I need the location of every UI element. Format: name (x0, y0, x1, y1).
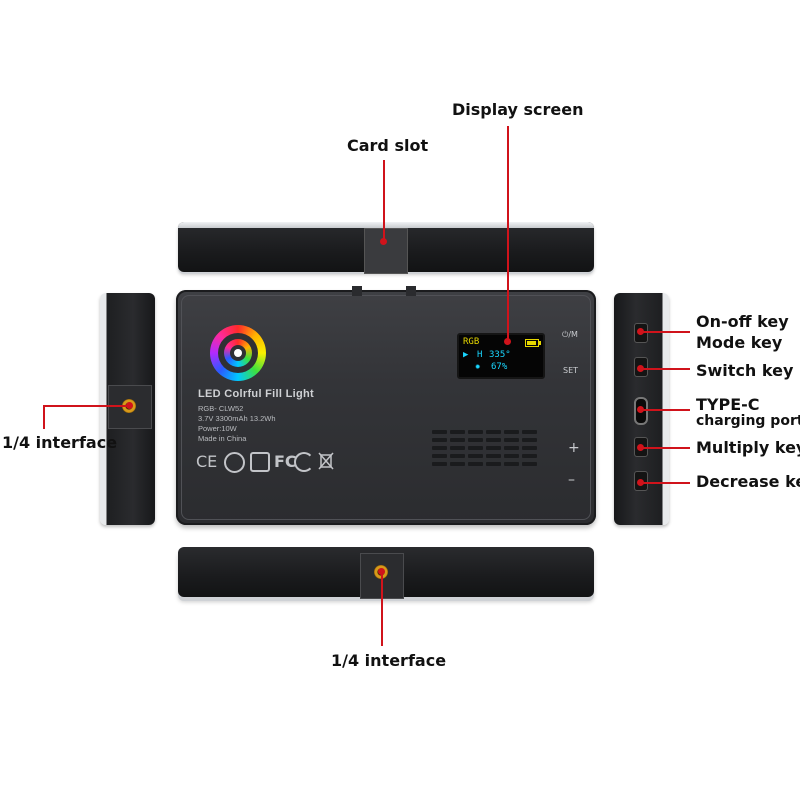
switch-key-label: Switch key (696, 361, 794, 380)
display-screen-leader (507, 126, 509, 340)
mode-key-label: Mode key (696, 333, 783, 352)
decrease-dot (637, 479, 644, 486)
quality-mark-icon (250, 452, 270, 472)
bottom-edge-view (178, 547, 594, 599)
panel-model: RGB- CLW52 (198, 404, 244, 413)
top-edge-highlight (178, 222, 594, 228)
on-off-dot (637, 328, 644, 335)
multiply-dot (637, 444, 644, 451)
minus-button-label: – (568, 472, 575, 488)
card-slot (364, 228, 408, 274)
screen-pointer-icon: ▶ (463, 350, 469, 360)
switch-leader (640, 368, 690, 370)
plus-button-label: + (568, 440, 580, 456)
display-screen-dot (504, 338, 511, 345)
weee-bin-icon (318, 452, 334, 470)
power-mode-button-label: ⏻/M (562, 330, 578, 339)
type-c-label: TYPE-C (696, 395, 760, 414)
recycle-icon (294, 452, 314, 472)
set-button-label: SET (563, 366, 579, 375)
fcc-mark: FC (274, 452, 297, 471)
bottom-interface-label: 1/4 interface (331, 651, 447, 670)
panel-bezel (181, 295, 591, 520)
decrease-key-label: Decrease key (696, 472, 800, 491)
left-interface-dot (126, 402, 133, 409)
ce-mark: CE (196, 452, 218, 471)
top-tab-left (352, 286, 362, 296)
multiply-key-label: Multiply key (696, 438, 800, 457)
display-screen: RGB ▶ H 335° ✹ 67% (457, 333, 545, 379)
on-off-key-label: On-off key (696, 312, 789, 331)
compliance-check-icon (224, 452, 245, 473)
on-off-leader (640, 331, 690, 333)
card-slot-label: Card slot (347, 136, 429, 155)
battery-icon (525, 339, 541, 347)
left-interface-leader-v (43, 405, 45, 429)
card-slot-leader (383, 160, 385, 242)
rgb-logo-icon (210, 325, 266, 381)
brightness-icon: ✹ (475, 362, 481, 372)
left-interface-leader-h (43, 405, 129, 407)
screen-hue-label: H (477, 350, 483, 360)
multiply-leader (640, 447, 690, 449)
panel-title: LED Colrful Fill Light (198, 388, 314, 400)
left-side-view (100, 293, 155, 525)
card-slot-dot (380, 238, 387, 245)
top-edge-view (178, 222, 594, 274)
panel-origin: Made in China (198, 434, 247, 443)
screen-hue-value: 335° (489, 350, 511, 360)
charging-port-label: charging port (696, 413, 800, 429)
panel-battery-spec: 3.7V 3300mAh 13.2Wh (198, 414, 276, 423)
decrease-leader (640, 482, 690, 484)
screen-mode: RGB (463, 337, 480, 347)
switch-dot (637, 365, 644, 372)
type-c-dot (637, 406, 644, 413)
top-tab-right (406, 286, 416, 296)
panel-power-spec: Power:10W (198, 424, 237, 433)
type-c-leader (640, 409, 690, 411)
bottom-interface-dot (378, 568, 385, 575)
screen-brightness-value: 67% (491, 362, 508, 372)
display-screen-label: Display screen (452, 100, 584, 119)
bottom-interface-leader (381, 572, 383, 646)
left-interface-label: 1/4 interface (2, 433, 118, 452)
